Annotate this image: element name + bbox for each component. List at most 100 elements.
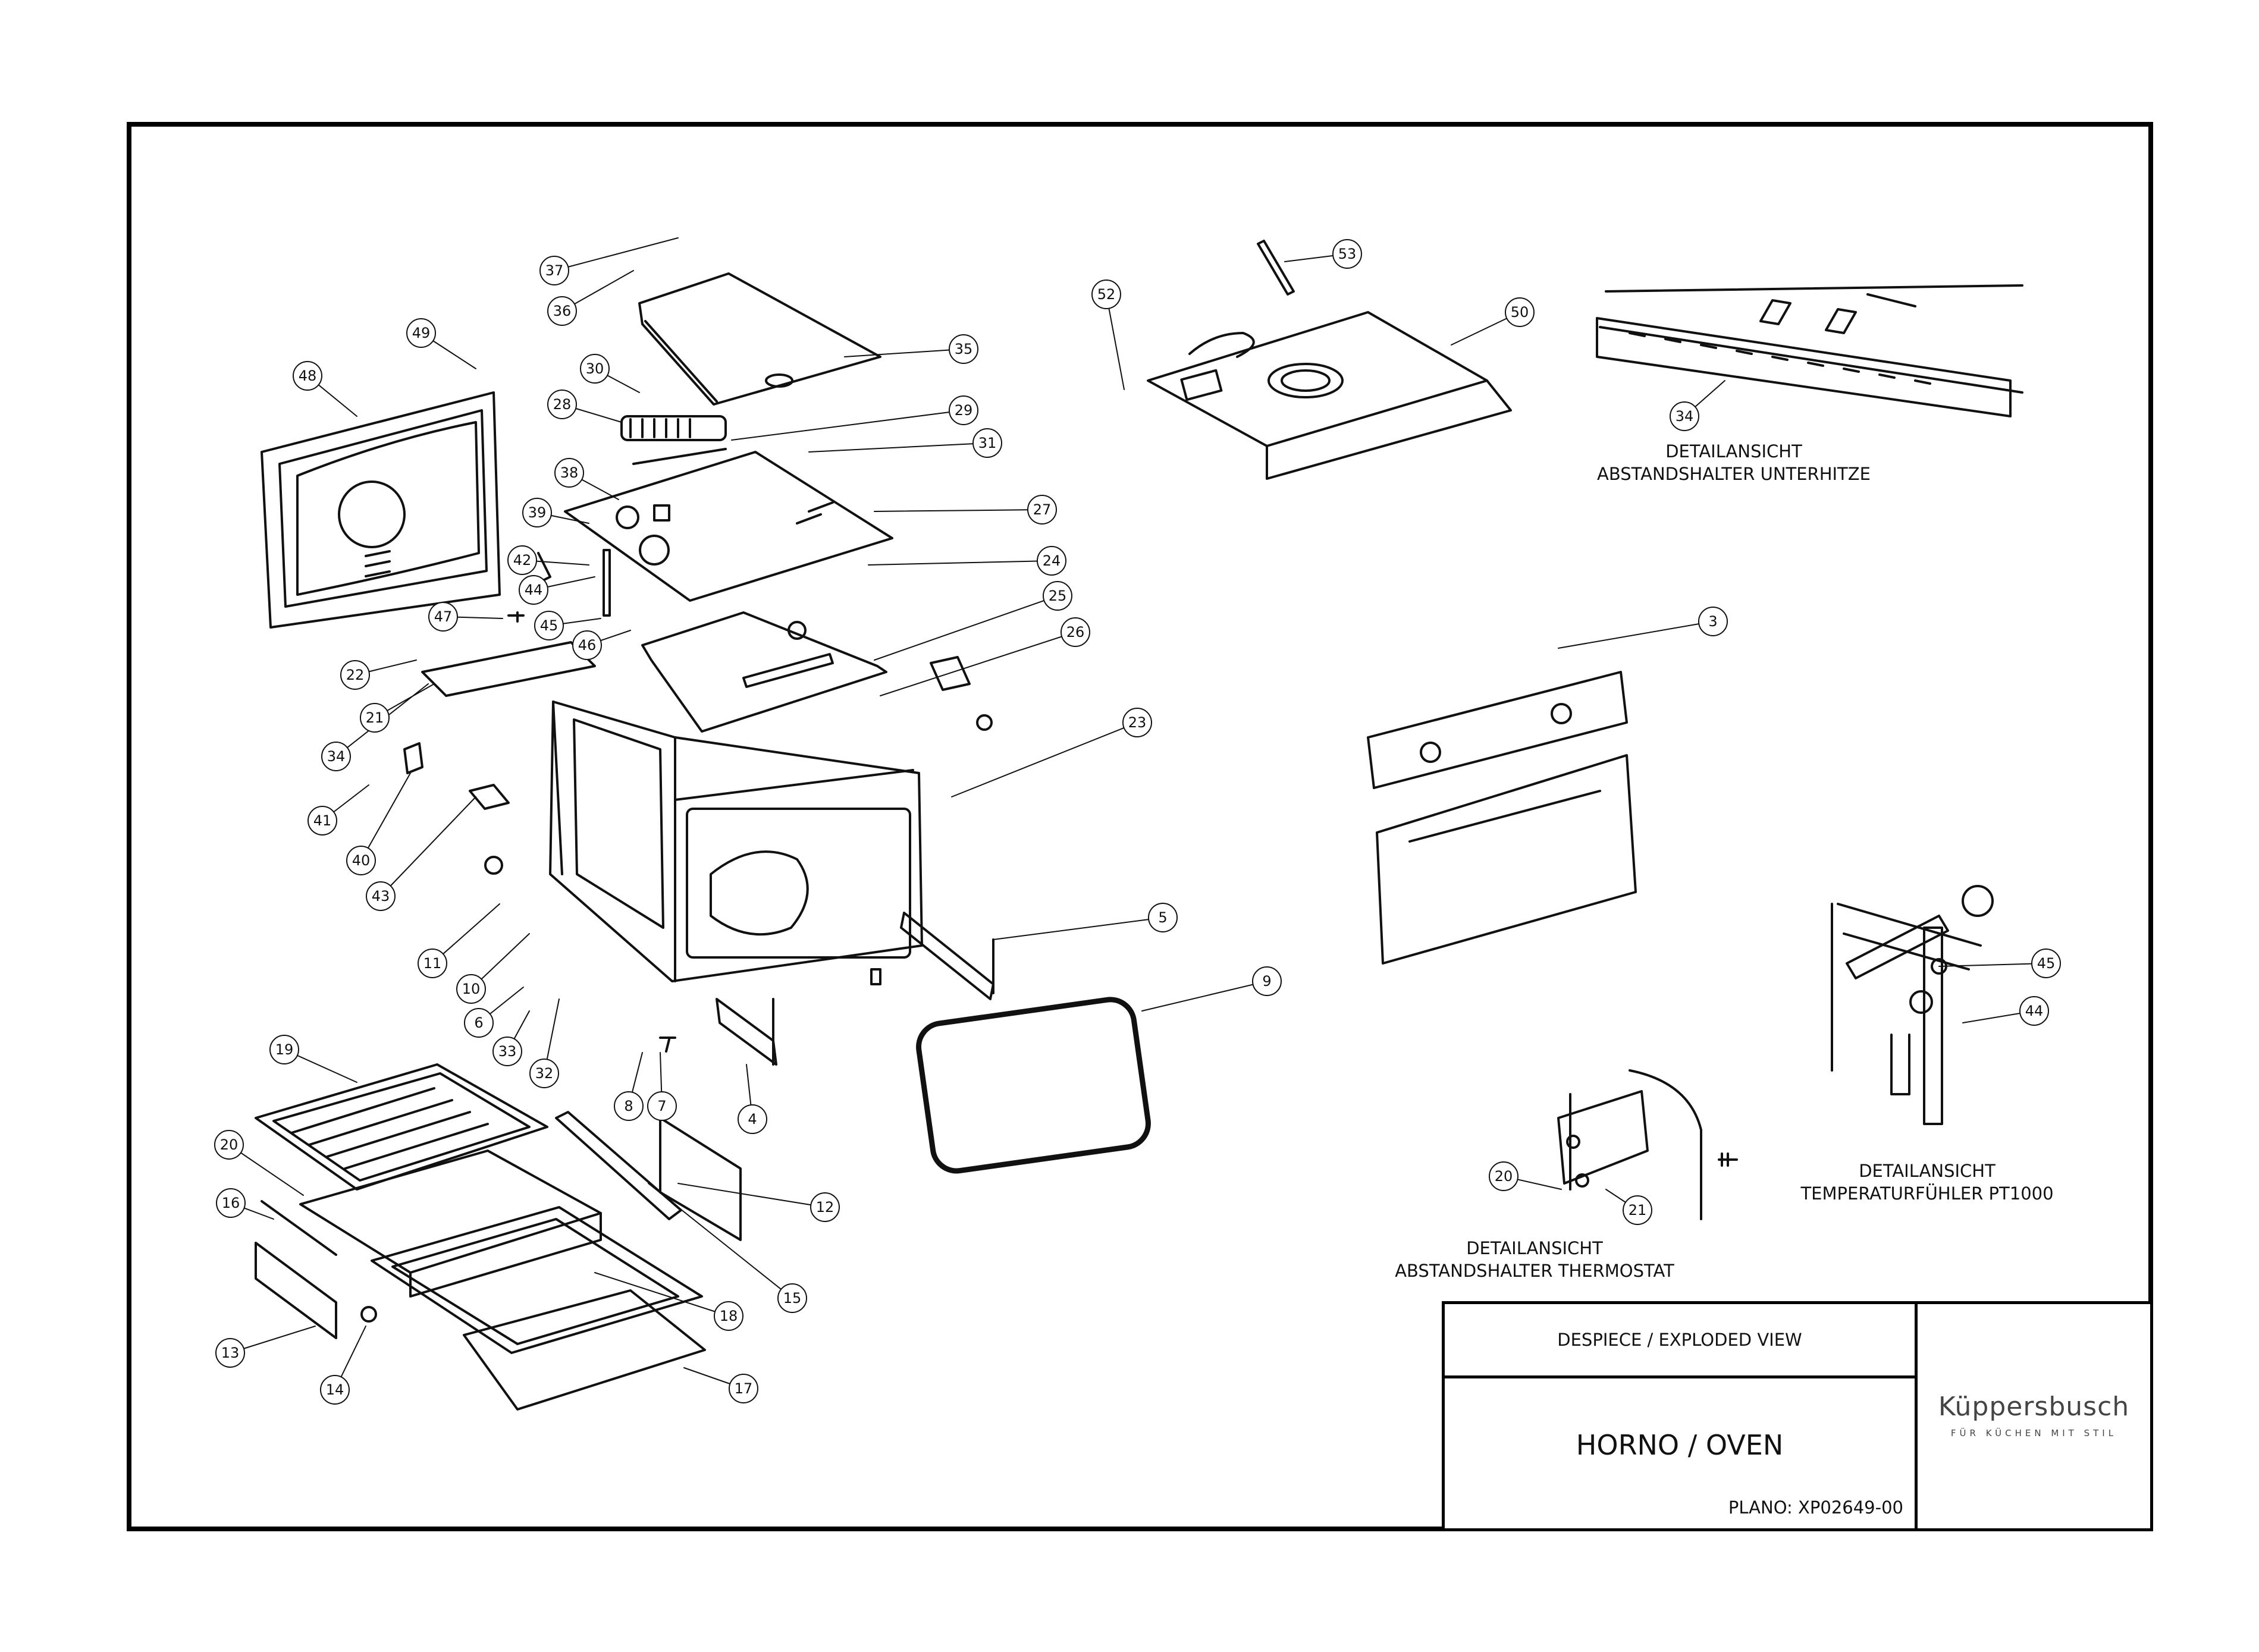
caption-temp-line2: TEMPERATURFÜHLER PT1000 <box>1800 1183 2054 1204</box>
callout-number-25: 25 <box>1049 588 1067 604</box>
product-label: HORNO / OVEN <box>1576 1429 1784 1461</box>
callout-bubble-36 <box>547 296 577 326</box>
callout-number-40: 40 <box>352 852 371 869</box>
callout-number-31: 31 <box>978 435 997 451</box>
callout-bubble-45 <box>534 611 564 640</box>
callout-number-24: 24 <box>1043 552 1061 569</box>
callout-bubble-42 <box>507 545 537 575</box>
callout-bubble-11 <box>418 949 447 978</box>
callout-number-49: 49 <box>412 325 431 341</box>
callout-number-15: 15 <box>783 1290 802 1306</box>
callout-number-12: 12 <box>816 1199 834 1216</box>
callout-number-32: 32 <box>535 1065 554 1082</box>
caption-thermostat-line2: ABSTANDSHALTER THERMOSTAT <box>1395 1261 1674 1281</box>
callout-bubble-49 <box>406 318 436 348</box>
callout-bubble-37 <box>539 256 569 285</box>
callout-leader-37 <box>554 237 679 271</box>
callout-leader-31 <box>808 442 988 453</box>
callout-leader-35 <box>844 348 964 357</box>
inner-cover-part <box>641 611 887 733</box>
callout-number-28: 28 <box>553 396 572 413</box>
mid-plate-part <box>564 451 893 602</box>
callout-number-52: 52 <box>1097 286 1116 303</box>
detail-lower-heat-image <box>1596 284 2023 417</box>
callout-number-38: 38 <box>560 464 579 481</box>
callout-leader-40 <box>360 772 411 861</box>
callout-bubble-50 <box>1505 297 1535 327</box>
callout-bubble-21 <box>360 703 390 733</box>
callout-leader-5 <box>993 917 1163 940</box>
callout-bubble-39 <box>522 498 552 527</box>
callout-number-27: 27 <box>1033 501 1052 518</box>
caption-lower-heat: DETAILANSICHT ABSTANDSHALTER UNTERHITZE <box>1579 440 1888 485</box>
callout-number-5: 5 <box>1158 909 1167 926</box>
door-gasket-part <box>916 997 1151 1174</box>
callout-number-37: 37 <box>545 262 564 279</box>
callout-leader-20 <box>228 1144 304 1196</box>
callout-leader-3 <box>1558 621 1714 649</box>
callout-number-14: 14 <box>326 1381 344 1398</box>
callout-number-42: 42 <box>513 552 532 569</box>
callout-number-33: 33 <box>498 1043 517 1060</box>
callout-leader-24 <box>868 560 1052 566</box>
grill-rack-part <box>255 1063 548 1191</box>
callout-leader-27 <box>874 509 1043 512</box>
title-block-product <box>1442 1375 1918 1531</box>
callout-leaders <box>228 237 2047 1390</box>
callout-bubble-27 <box>1027 495 1057 525</box>
callout-bubble-25 <box>1043 581 1072 611</box>
callout-number-44: 44 <box>525 582 543 598</box>
callout-number-50: 50 <box>1511 304 1529 321</box>
callout-number-45: 45 <box>540 617 559 634</box>
heater-element-part <box>620 415 727 465</box>
callout-bubble-31 <box>972 428 1002 458</box>
oven-cavity-part <box>549 701 923 982</box>
callout-bubble-34 <box>321 742 351 771</box>
callout-bubble-20 <box>1489 1161 1518 1191</box>
callout-number-18: 18 <box>720 1308 738 1324</box>
callout-bubble-3 <box>1698 607 1728 636</box>
view-label: DESPIECE / EXPLODED VIEW <box>1557 1330 1802 1350</box>
callout-bubble-32 <box>529 1059 559 1088</box>
callout-number-30: 30 <box>586 360 604 377</box>
callout-number-47: 47 <box>434 608 453 625</box>
callout-bubble-34 <box>1670 401 1699 431</box>
callout-number-8: 8 <box>624 1098 633 1114</box>
callout-number-7: 7 <box>657 1098 666 1114</box>
callout-number-19: 19 <box>275 1041 294 1058</box>
callout-bubble-53 <box>1332 239 1362 269</box>
drawing-number: PLANO: XP02649-00 <box>1728 1497 1903 1518</box>
brand-logo: Küppersbusch <box>1938 1391 2130 1422</box>
callout-number-20: 20 <box>220 1136 239 1153</box>
baking-tray-part <box>299 1150 706 1411</box>
callout-bubble-41 <box>308 806 337 836</box>
callout-number-26: 26 <box>1066 624 1085 640</box>
callout-number-45: 45 <box>2037 955 2056 972</box>
callout-bubble-8 <box>614 1091 644 1121</box>
callout-bubble-10 <box>456 974 486 1004</box>
callout-number-21: 21 <box>1629 1202 1647 1218</box>
callout-leader-25 <box>874 595 1058 661</box>
callout-number-36: 36 <box>553 303 572 319</box>
detail-thermostat-image <box>1557 1069 1738 1220</box>
callout-bubble-16 <box>216 1188 246 1218</box>
callout-bubble-43 <box>366 881 396 911</box>
callout-number-3: 3 <box>1708 613 1717 630</box>
small-parts <box>360 504 993 1323</box>
brand-tagline: FÜR KÜCHEN MIT STIL <box>1950 1428 2117 1439</box>
callout-number-16: 16 <box>222 1195 240 1211</box>
callout-bubble-52 <box>1091 279 1121 309</box>
callout-number-48: 48 <box>299 368 317 384</box>
callout-number-41: 41 <box>313 812 332 829</box>
callout-number-17: 17 <box>735 1380 753 1397</box>
detail-pt1000-image <box>1831 885 1994 1125</box>
callout-bubble-22 <box>340 660 370 690</box>
callout-bubble-47 <box>428 602 458 632</box>
callout-bubble-40 <box>346 846 376 875</box>
callout-bubble-30 <box>580 354 610 384</box>
oven-door-front-part <box>1367 671 1637 965</box>
callout-leader-43 <box>380 796 476 897</box>
back-panel-part <box>261 391 501 629</box>
callout-bubble-13 <box>215 1338 245 1368</box>
